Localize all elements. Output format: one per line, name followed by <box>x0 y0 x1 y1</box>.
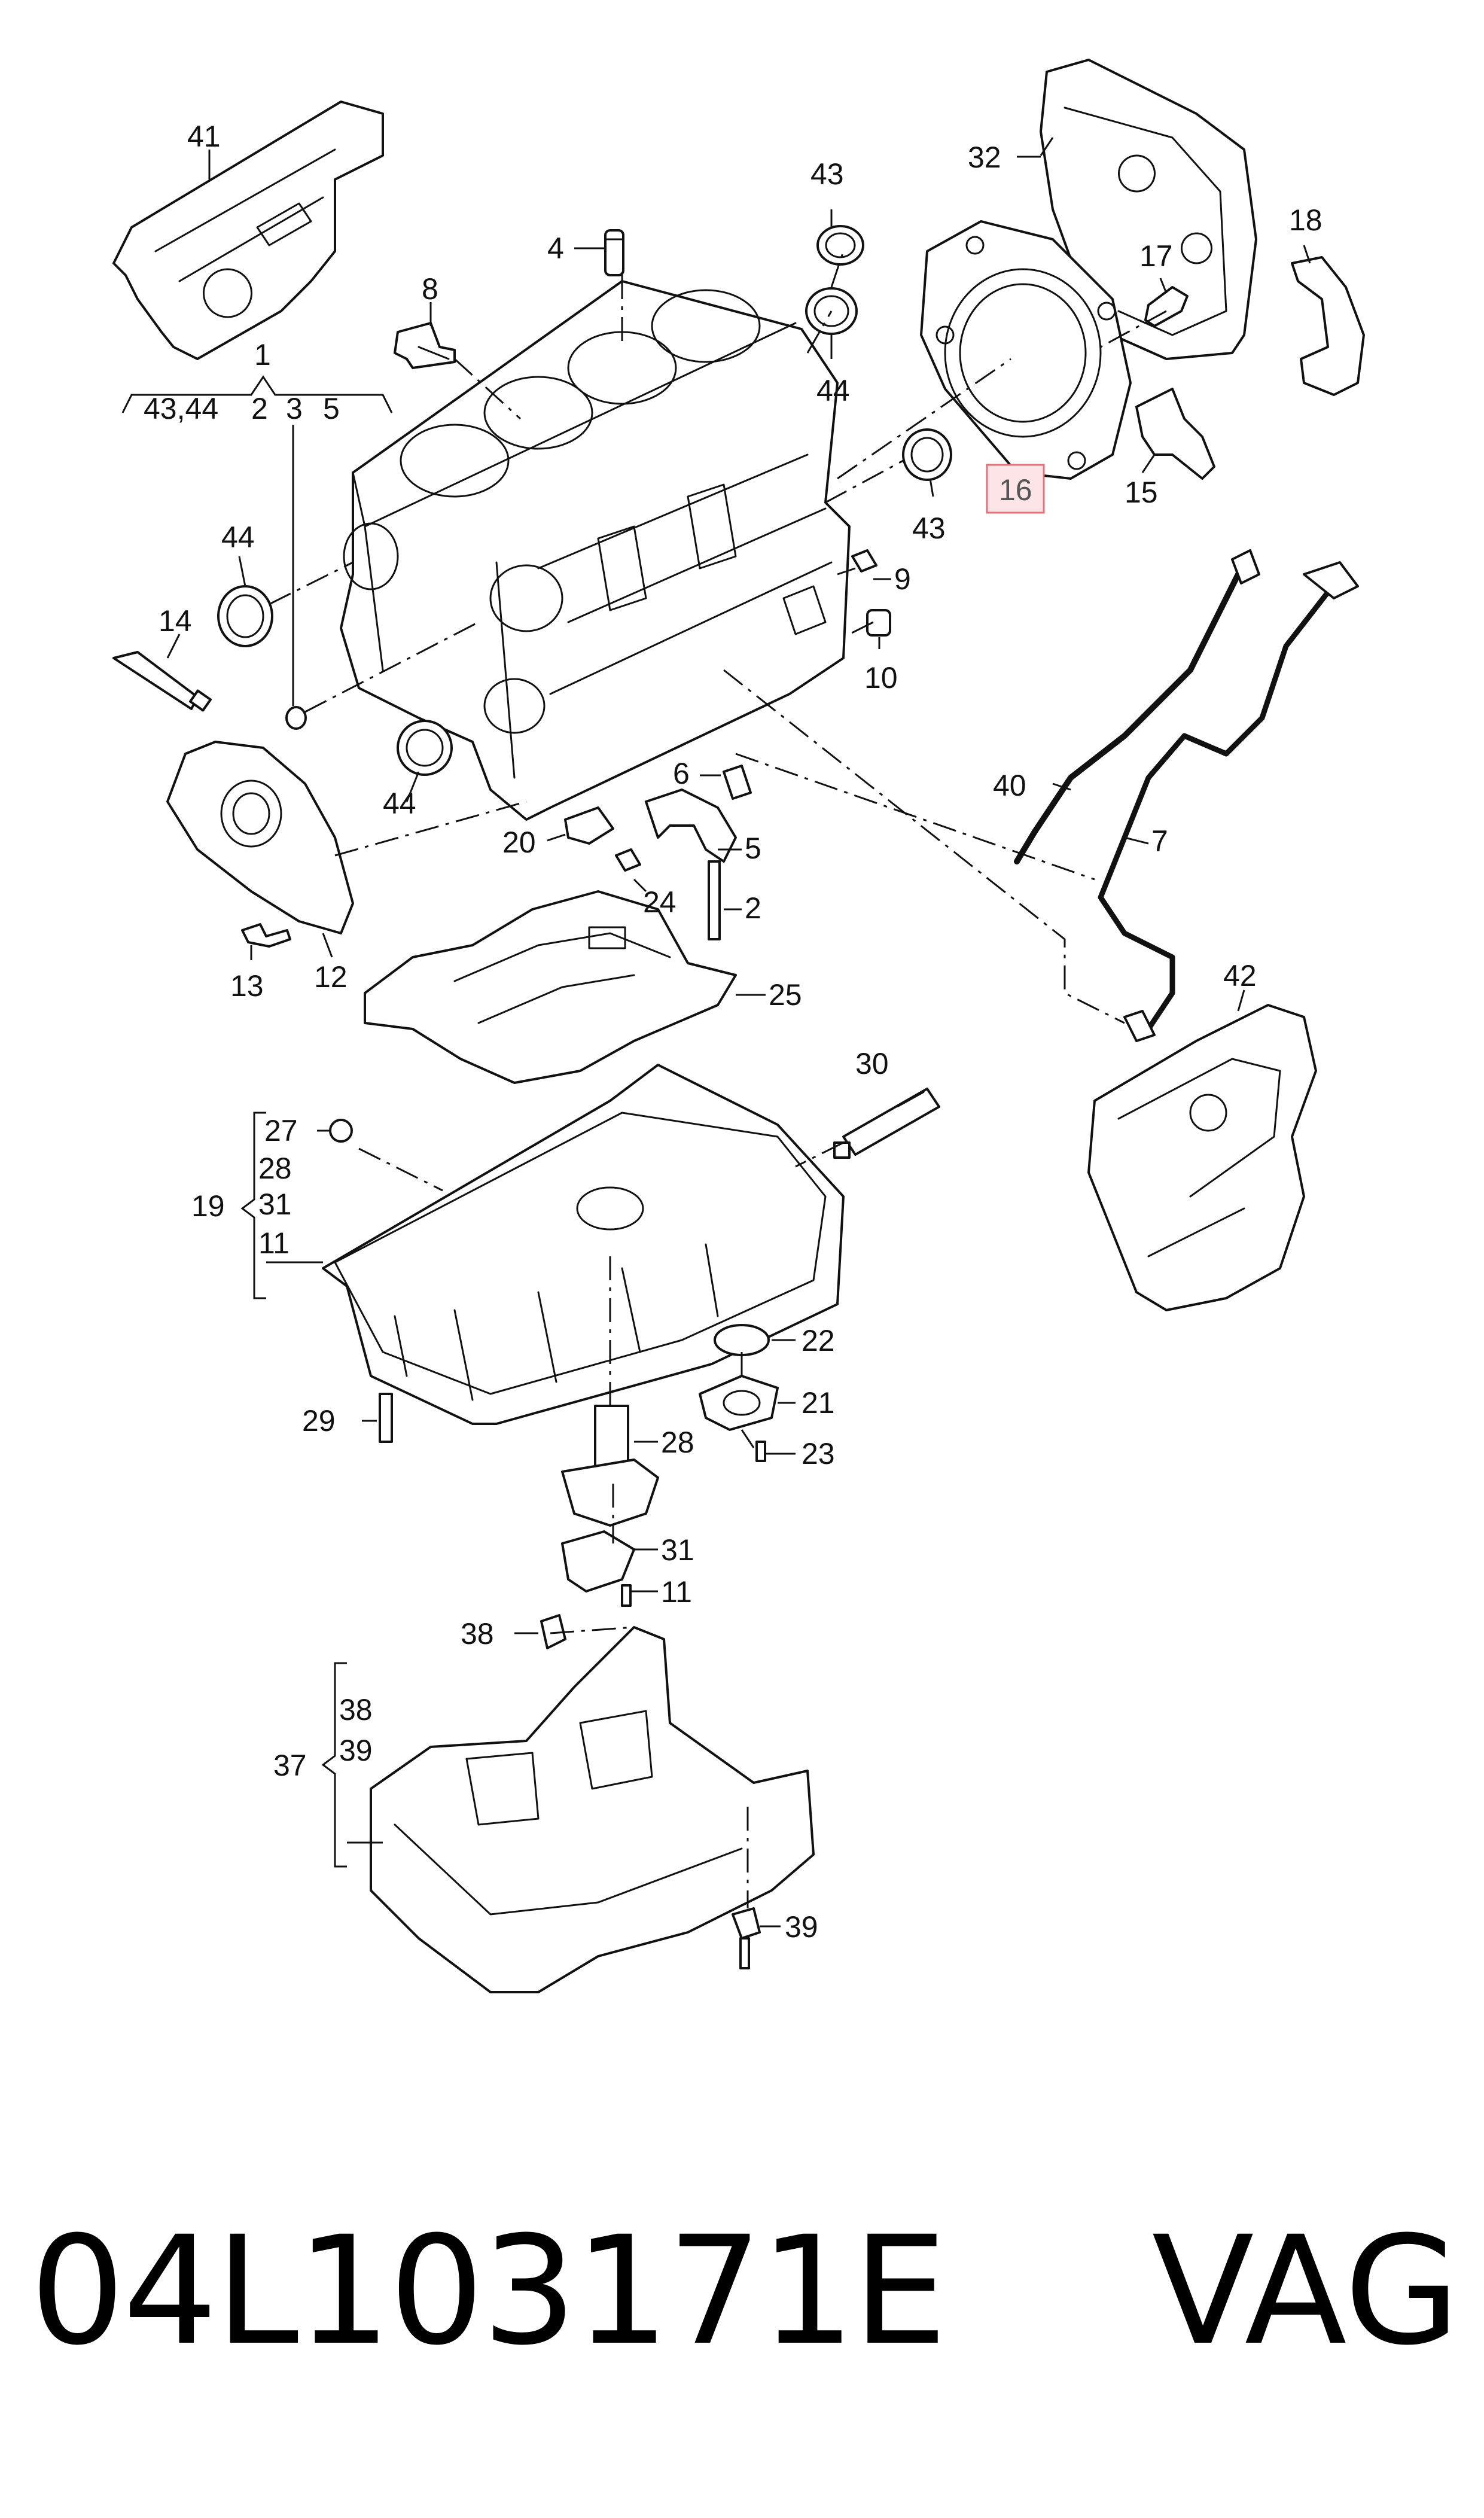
part-38-clip <box>540 1614 566 1649</box>
part-44-seal-left <box>217 585 273 647</box>
part-25-baffle <box>364 890 737 1084</box>
engine-block <box>340 280 851 821</box>
part-30-sealant-tube <box>833 1088 940 1159</box>
part-39-bolt <box>732 1907 761 1969</box>
part-1-bracket <box>121 375 393 413</box>
callout-16-highlight <box>986 464 1045 514</box>
part-37-undertray <box>370 1626 815 1993</box>
part-7-dipstick <box>1098 561 1359 1042</box>
part-31-bracket <box>561 1530 635 1593</box>
callout-30: 30 <box>855 1047 889 1080</box>
callout-43-lower: 43 <box>912 511 946 545</box>
part-44-seal-lower-left <box>397 720 453 776</box>
part-18-clip <box>1291 256 1365 396</box>
callout-40: 40 <box>993 769 1026 802</box>
callout-20: 20 <box>502 826 536 859</box>
part-4-dowel <box>604 229 624 276</box>
callout-6: 6 <box>673 757 690 790</box>
part-19-oil-pan <box>322 1064 845 1425</box>
part-40-dipstick-tube <box>1014 549 1260 864</box>
callout-1-item-5: 5 <box>323 392 340 425</box>
callout-1: 1 <box>254 338 271 372</box>
part-27-plug <box>329 1119 353 1143</box>
part-13-bolt <box>241 923 291 948</box>
callout-25: 25 <box>769 978 802 1012</box>
part-2-bolt <box>708 860 721 940</box>
callout-29: 29 <box>302 1404 336 1438</box>
callout-19: 19 <box>191 1189 225 1223</box>
part-14-sealant-tube <box>112 651 212 712</box>
assembly-lines <box>269 251 1167 1908</box>
callout-9: 9 <box>894 562 911 596</box>
callout-38: 38 <box>461 1617 494 1651</box>
callout-28-group: 28 <box>258 1152 292 1185</box>
part-11-bolt-lower <box>621 1584 632 1607</box>
part-28-level-sensor <box>561 1405 659 1527</box>
callout-39-group: 39 <box>339 1734 373 1767</box>
group-brackets <box>240 1112 383 1868</box>
part-9-pin <box>851 549 877 573</box>
callout-39: 39 <box>785 1910 818 1944</box>
callout-13: 13 <box>230 969 264 1003</box>
callout-23: 23 <box>802 1437 835 1470</box>
part-22-gasket <box>714 1324 770 1356</box>
callout-31-group: 31 <box>258 1188 292 1221</box>
callout-43-top: 43 <box>810 157 844 191</box>
callout-1-item-43-44: 43,44 <box>144 392 218 425</box>
part-21-flange <box>699 1375 779 1431</box>
part-16-seal-flange <box>920 220 1132 480</box>
part-number: 04L103171E <box>30 2204 947 2378</box>
callout-14: 14 <box>159 604 192 638</box>
part-5-bearing-cap <box>645 788 737 863</box>
part-23-bolt <box>755 1441 766 1462</box>
callout-31: 31 <box>661 1533 694 1567</box>
callout-2: 2 <box>745 891 761 925</box>
callout-12: 12 <box>314 960 348 994</box>
callout-10: 10 <box>864 661 898 695</box>
part-20-sensor <box>564 806 614 845</box>
part-10-sleeve <box>866 609 891 637</box>
callout-labels: 41 1 43,44 2 3 5 4 8 43 44 32 18 17 16 1… <box>144 120 1323 1944</box>
callout-15: 15 <box>1125 476 1158 509</box>
callout-4: 4 <box>547 232 564 265</box>
callout-21: 21 <box>802 1386 835 1420</box>
part-41-timing-shield <box>112 101 384 360</box>
part-43-seal-lower <box>902 428 952 481</box>
part-29-bolt <box>379 1393 393 1443</box>
callout-7: 7 <box>1151 824 1168 858</box>
callout-17: 17 <box>1139 239 1173 273</box>
callout-1-item-3: 3 <box>286 392 303 425</box>
callout-41: 41 <box>187 120 221 153</box>
callout-5: 5 <box>745 832 761 865</box>
callout-1-item-2: 2 <box>251 392 268 425</box>
leader-lines <box>166 137 1311 1928</box>
callout-18: 18 <box>1289 203 1323 237</box>
part-3-oring <box>285 706 307 730</box>
part-24-bolt <box>615 848 641 872</box>
part-43-seal-top <box>816 225 864 266</box>
callout-11-group: 11 <box>258 1226 290 1260</box>
callout-16: 16 <box>999 473 1032 507</box>
callout-24: 24 <box>643 885 677 919</box>
callout-32: 32 <box>968 141 1001 174</box>
callout-11: 11 <box>661 1575 692 1609</box>
part-15-bracket <box>1135 388 1215 480</box>
callout-38-group: 38 <box>339 1693 373 1727</box>
callout-27: 27 <box>264 1114 298 1147</box>
part-42-heat-shield <box>1087 1004 1317 1311</box>
callout-37: 37 <box>273 1749 307 1782</box>
callout-28: 28 <box>661 1426 694 1459</box>
part-6-jet <box>723 765 752 800</box>
brand-label: VAG <box>1151 2204 1460 2378</box>
part-8-plug-bolt <box>394 322 456 369</box>
callout-22: 22 <box>802 1324 835 1357</box>
callout-44-left: 44 <box>221 520 255 554</box>
callout-8: 8 <box>422 272 438 306</box>
callout-44-top: 44 <box>816 374 850 407</box>
callout-42: 42 <box>1223 959 1257 992</box>
part-12-front-cover <box>166 741 354 934</box>
callout-44-lower: 44 <box>383 787 416 820</box>
